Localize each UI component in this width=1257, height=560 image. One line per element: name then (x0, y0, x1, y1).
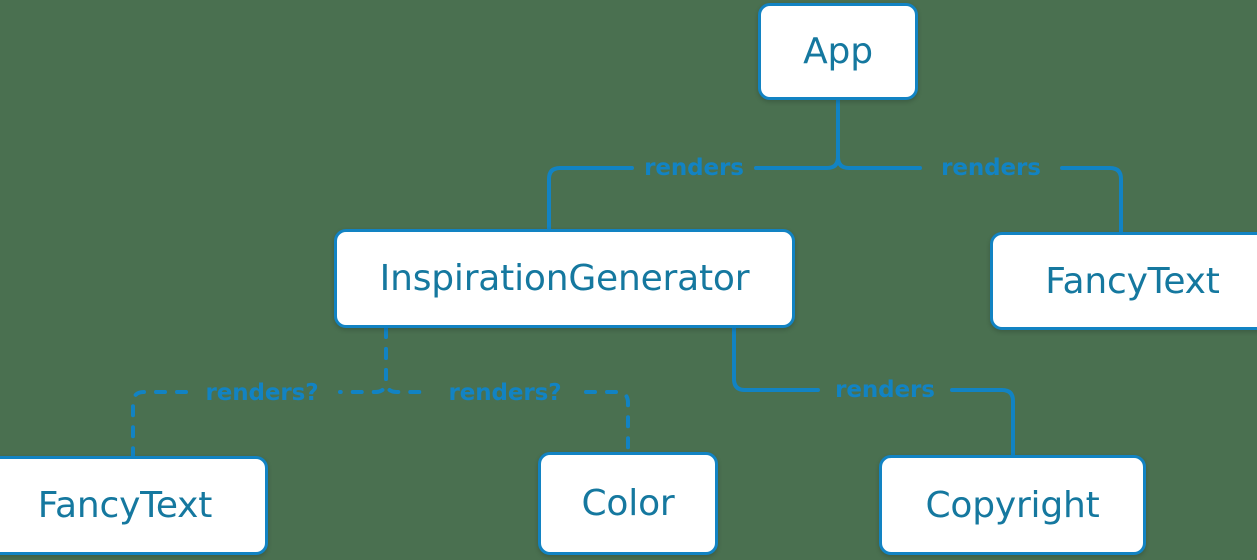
node-app-label: App (803, 31, 873, 72)
edge-inspiration-generator-to-fancytext-bottom (131, 326, 388, 458)
node-inspiration-generator-label: InspirationGenerator (379, 258, 750, 299)
node-fancytext-right-label: FancyText (1045, 260, 1220, 302)
edge-inspiration-generator-to-copyright (732, 326, 1015, 457)
node-app[interactable]: App (758, 3, 918, 100)
node-fancytext-bottom-label: FancyText (37, 485, 213, 526)
edge-label-inspiration-generator-renders-fancytext: renders? (205, 380, 319, 406)
edge-label-app-renders-fancytext: renders (941, 155, 1041, 181)
edge-label-inspiration-generator-renders-color: renders? (448, 380, 562, 406)
node-color[interactable]: Color (538, 452, 718, 555)
node-fancytext-bottom[interactable]: FancyText (0, 456, 268, 555)
node-copyright[interactable]: Copyright (879, 455, 1146, 555)
node-color-label: Color (581, 483, 675, 524)
edge-inspiration-generator-to-color (384, 326, 630, 454)
node-fancytext-right[interactable]: FancyText (990, 232, 1257, 330)
edge-app-to-fancytext-right (836, 98, 1123, 234)
node-inspiration-generator[interactable]: InspirationGenerator (334, 229, 795, 328)
edge-label-inspiration-generator-renders-copyright: renders (835, 377, 935, 403)
node-copyright-label: Copyright (925, 484, 1100, 526)
edge-label-app-renders-inspiration-generator: renders (644, 155, 744, 181)
